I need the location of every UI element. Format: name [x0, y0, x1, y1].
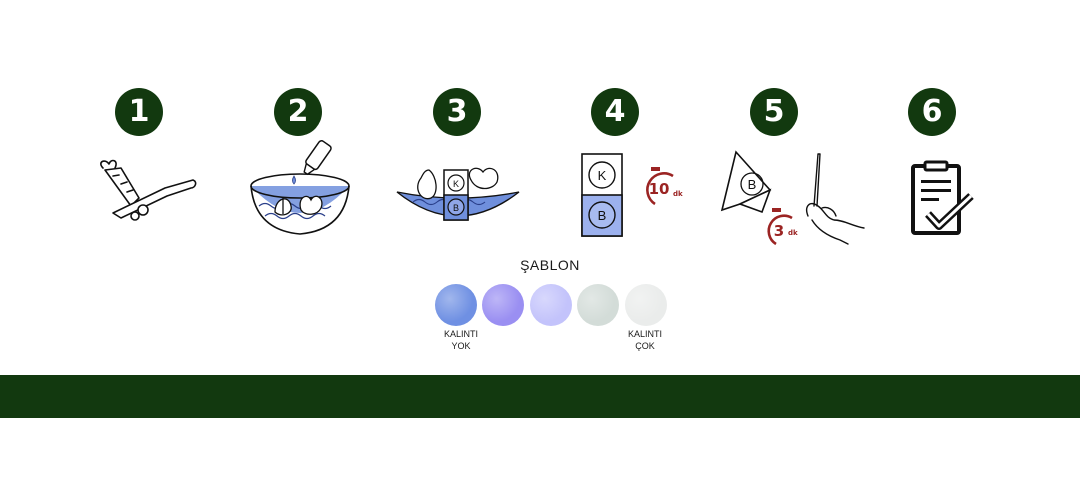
sablon-swatch-1	[435, 284, 477, 326]
strip-b-label: B	[453, 203, 459, 213]
sablon-swatch-5	[625, 284, 667, 326]
sablon-swatch-3	[530, 284, 572, 326]
salad-plate-test-strip-icon: K B	[393, 158, 523, 228]
cutting-vegetable-icon	[95, 158, 200, 223]
timer-10-icon: 10 dk	[646, 167, 683, 206]
sablon-swatch-4	[577, 284, 619, 326]
step-2-badge: 2	[274, 88, 322, 136]
sablon-title: ŞABLON	[520, 257, 580, 273]
folded-b-label: B	[748, 177, 757, 192]
timer-3-icon: 3 dk	[767, 208, 798, 246]
label-kalinti-cok-line2: ÇOK	[635, 341, 655, 351]
clipboard-check-icon	[908, 160, 976, 236]
timer-3-value: 3	[774, 222, 784, 240]
card-b-label: B	[598, 208, 607, 223]
sablon-swatch-2	[482, 284, 524, 326]
label-kalinti-yok-line1: KALINTI	[443, 329, 478, 339]
bowl-dropper-icon	[245, 140, 355, 237]
step-5-badge: 5	[750, 88, 798, 136]
step-6-badge: 6	[908, 88, 956, 136]
label-kalinti-yok: KALINTI YOK	[431, 328, 491, 352]
label-kalinti-cok: KALINTI ÇOK	[615, 328, 675, 352]
footer-band	[0, 375, 1080, 418]
timer-10-unit: dk	[673, 190, 683, 198]
label-kalinti-cok-line1: KALINTI	[627, 329, 662, 339]
card-k-label: K	[598, 168, 607, 183]
step-4-badge: 4	[591, 88, 639, 136]
timer-3-unit: dk	[788, 229, 798, 237]
label-kalinti-yok-line2: YOK	[451, 341, 471, 351]
test-card-timer-icon: K B 10 dk	[580, 152, 690, 238]
step-3-badge: 3	[433, 88, 481, 136]
folded-card-tweezers-icon: B 3 dk	[718, 146, 873, 254]
timer-10-value: 10	[649, 180, 670, 198]
step-1-badge: 1	[115, 88, 163, 136]
strip-k-label: K	[453, 179, 459, 189]
